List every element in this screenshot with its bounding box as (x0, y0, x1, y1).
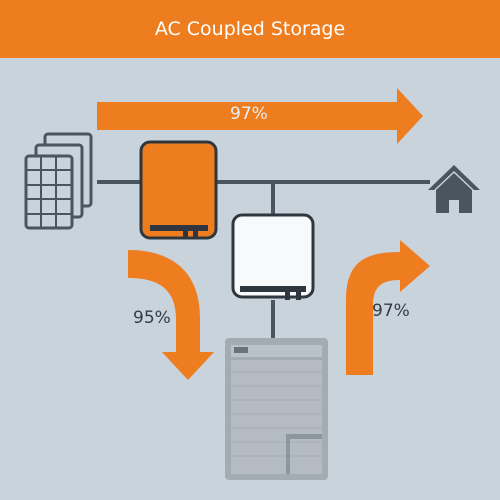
battery-inverter-icon (231, 213, 315, 300)
inverter-icon (139, 140, 218, 240)
left-flow-arrow (128, 250, 214, 380)
left-efficiency-label: 95% (133, 308, 171, 328)
title-bar: AC Coupled Storage (0, 0, 500, 58)
solar-panel-icon (24, 132, 93, 230)
top-efficiency-label: 97% (230, 104, 268, 124)
right-efficiency-label: 97% (372, 301, 410, 321)
page-title: AC Coupled Storage (154, 18, 346, 40)
battery-icon (225, 338, 328, 480)
right-flow-arrow (346, 240, 430, 375)
top-flow-arrow (97, 88, 423, 144)
house-icon (428, 165, 480, 213)
